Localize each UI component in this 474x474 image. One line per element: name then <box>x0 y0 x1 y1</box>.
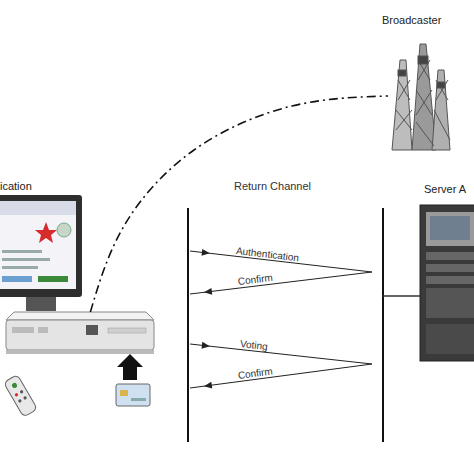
screen-line <box>2 250 42 253</box>
message-label: Confirm <box>237 272 273 288</box>
message-label: Authentication <box>235 245 299 264</box>
illustration-node: Server A <box>420 205 474 361</box>
box-button <box>12 327 34 333</box>
set-top-box <box>6 312 154 354</box>
rack-body <box>420 205 474 361</box>
box-top <box>6 312 154 320</box>
screen-star <box>35 222 57 243</box>
remote-button <box>19 390 23 394</box>
tv-bezel <box>0 195 82 297</box>
remote-button <box>11 382 18 389</box>
channel-boundary <box>187 208 189 442</box>
box-logo <box>86 325 98 335</box>
remote-button <box>14 393 18 397</box>
card-slot <box>108 328 146 333</box>
remote-button <box>18 399 22 403</box>
rack-drive <box>426 288 474 318</box>
screen-header <box>0 201 76 215</box>
box-front <box>6 320 154 350</box>
tv-set <box>0 195 82 311</box>
screen-line <box>2 258 50 261</box>
tv-stand <box>26 297 56 311</box>
card-stripe <box>131 398 146 401</box>
channel-boundary <box>382 208 384 442</box>
remote-body <box>4 375 38 418</box>
rack-display <box>430 216 470 240</box>
tower-mast <box>392 60 412 150</box>
antenna-towers <box>392 44 450 150</box>
node-heading: Server A <box>424 183 466 196</box>
screen-badge <box>57 223 71 237</box>
rack-slot <box>426 264 474 272</box>
remote-control <box>4 375 38 418</box>
return-channel <box>188 208 420 442</box>
rack-slot <box>426 252 474 260</box>
tower-mast <box>412 44 436 150</box>
node-heading: Broadcaster <box>382 14 441 27</box>
dish <box>398 70 406 76</box>
message-arrow <box>190 272 372 294</box>
rack-panel <box>426 212 474 246</box>
insert-arrow <box>117 354 143 380</box>
dish <box>418 56 428 64</box>
dish <box>437 82 445 88</box>
message-label: Confirm <box>237 365 273 381</box>
box-button <box>38 327 48 333</box>
server-link <box>383 295 420 297</box>
screen-line <box>2 266 38 269</box>
node-heading: ication <box>0 180 32 193</box>
screen-button <box>38 276 68 282</box>
screen-button <box>2 276 32 282</box>
illustration-node: Broadcaster <box>388 42 450 150</box>
broadcast-link <box>90 96 388 312</box>
card-body <box>116 384 150 406</box>
card-chip <box>120 390 128 396</box>
smart-card <box>116 354 150 406</box>
illustration-node: ication <box>6 312 154 354</box>
box-base <box>6 350 154 354</box>
message-arrow <box>190 344 372 364</box>
server-rack <box>420 205 474 361</box>
rack-slot <box>426 276 474 284</box>
channel-title: Return Channel <box>234 180 311 192</box>
tower-lattice <box>396 60 450 146</box>
message-label: Voting <box>239 338 268 353</box>
message-arrow <box>190 364 372 388</box>
tv-screen <box>0 201 76 289</box>
remote-button <box>23 396 27 400</box>
rack-drive <box>426 324 474 354</box>
